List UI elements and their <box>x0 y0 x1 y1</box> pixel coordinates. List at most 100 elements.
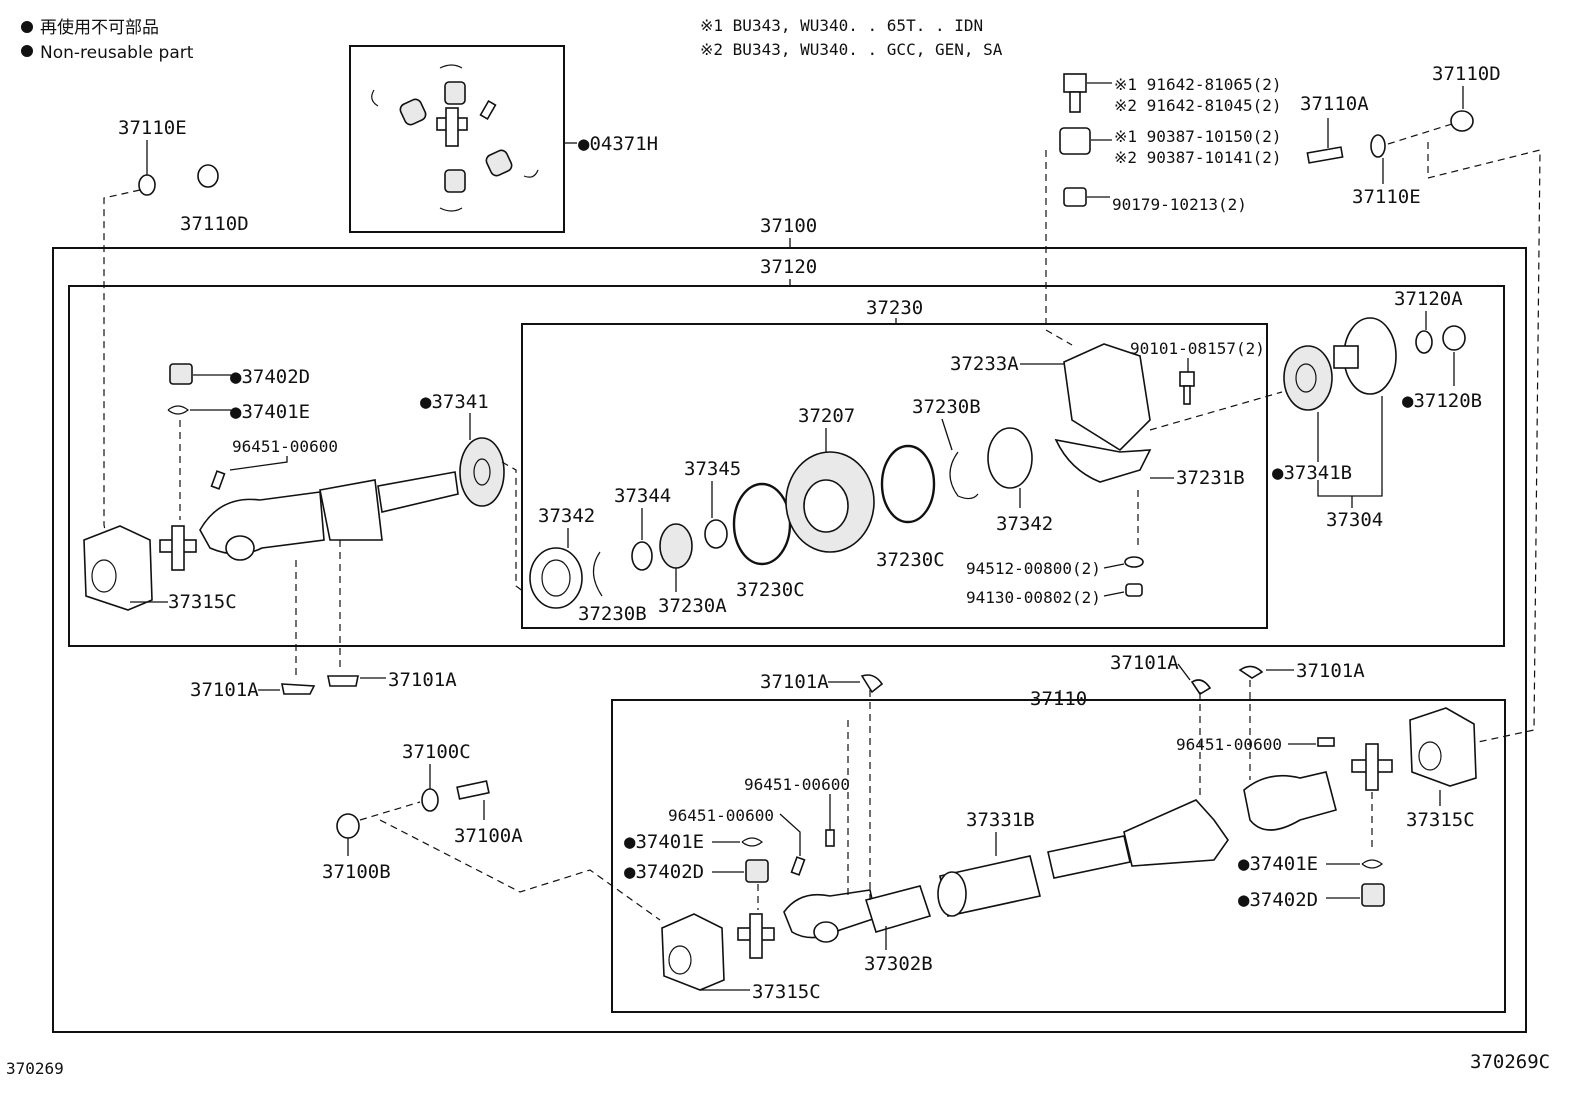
label-37230: 37230 <box>866 297 923 319</box>
spacer-icon <box>1059 127 1091 155</box>
bolt-head-icon <box>1063 73 1087 93</box>
tube-yoke-icon <box>1243 771 1337 831</box>
balance-weight-icon <box>1238 665 1264 679</box>
cross-arm <box>171 525 185 571</box>
label-37342-left: 37342 <box>538 505 595 527</box>
label-37401E-upper: ●37401E <box>230 401 310 423</box>
label-37304: 37304 <box>1326 509 1383 531</box>
snap-ring-icon <box>167 405 189 415</box>
label-37120: 37120 <box>760 256 817 278</box>
label-37101A-2: 37101A <box>388 669 457 691</box>
flange-hub <box>1333 345 1359 369</box>
label-90101: 90101-08157(2) <box>1130 339 1265 358</box>
label-37120A: 37120A <box>1394 288 1463 310</box>
shaft-tube-icon <box>319 479 383 541</box>
leader-line <box>1103 563 1125 569</box>
label-37331B: 37331B <box>966 809 1035 831</box>
label-37342-right: 37342 <box>996 513 1053 535</box>
notes: ※1 BU343, WU340. . 65T. . IDN ※2 BU343, … <box>700 16 1003 59</box>
snap-ring-icon <box>741 837 763 847</box>
label-37230B-bottom: 37230B <box>578 603 647 625</box>
footer-left-code: 370269 <box>6 1059 64 1078</box>
yoke-ear <box>225 535 255 561</box>
snap-ring-icon <box>949 451 979 500</box>
label-96451-lower-1: 96451-00600 <box>744 775 850 794</box>
label-37100A: 37100A <box>454 825 523 847</box>
bolt-icon <box>1306 146 1344 164</box>
splined-shaft-icon <box>377 471 459 513</box>
dust-seal-icon <box>459 437 505 507</box>
label-37101A-3: 37101A <box>760 671 829 693</box>
balance-weight-icon <box>281 683 316 695</box>
boot-end <box>937 871 967 917</box>
bearing-cup-icon <box>485 149 513 177</box>
label-37401E-right: ●37401E <box>1238 853 1318 875</box>
label-37230C-right: 37230C <box>876 549 945 571</box>
bearing-frame-37230 <box>521 323 1268 629</box>
label-37101A-4: 37101A <box>1110 652 1179 674</box>
nut-icon <box>336 813 360 839</box>
seal-bore <box>473 458 491 486</box>
label-37207: 37207 <box>798 405 855 427</box>
shaft-frame-37120 <box>68 285 1505 647</box>
bearing-cup-icon <box>1361 883 1385 907</box>
label-r1-spacer: ※1 90387-10150(2) <box>1114 127 1282 146</box>
label-37231B: 37231B <box>1176 467 1245 489</box>
balance-weight-icon <box>1190 679 1212 696</box>
label-37110E-top-left: 37110E <box>118 117 187 139</box>
grease-fitting-icon <box>790 856 806 876</box>
legend-en: Non-reusable part <box>40 43 194 63</box>
label-37100: 37100 <box>760 215 817 237</box>
label-37230A: 37230A <box>658 595 727 617</box>
washer-icon <box>138 174 156 196</box>
label-37230B-top: 37230B <box>912 396 981 418</box>
leader-line <box>1103 591 1125 597</box>
cross-arm <box>1365 743 1379 791</box>
label-37233A: 37233A <box>950 353 1019 375</box>
bearing-cup-icon <box>444 169 466 193</box>
label-37402D-lower: ●37402D <box>624 861 704 883</box>
bearing-icon <box>659 523 693 569</box>
label-96451-right: 96451-00600 <box>1176 735 1282 754</box>
top-right-hardware: ※1 91642-81065(2) ※2 91642-81045(2) ※1 9… <box>1045 63 1541 743</box>
o-ring-icon <box>732 482 792 566</box>
balance-weights: 37101A 37101A 37101A 37101A 37101A <box>190 652 1365 701</box>
dashed-guide <box>1387 123 1453 145</box>
nut-icon <box>197 164 219 188</box>
washer-icon <box>1415 330 1433 354</box>
leader-line <box>1177 663 1191 681</box>
legend-bullet-icon <box>21 21 33 33</box>
lower-left-hardware: 37100C 37100A 37100B <box>322 741 661 921</box>
bolt-head-icon <box>1179 371 1195 387</box>
seal-icon <box>987 427 1033 489</box>
label-37341: ●37341 <box>420 391 489 413</box>
label-r2-bolt: ※2 91642-81045(2) <box>1114 96 1282 115</box>
shaft-frame-37110 <box>611 699 1506 1013</box>
balance-weight-icon <box>860 674 884 694</box>
label-37401E-lower: ●37401E <box>624 831 704 853</box>
yoke-ear <box>813 921 839 943</box>
footer-right-code: 370269C <box>1470 1051 1550 1073</box>
dashed-guide <box>379 819 661 921</box>
washer-icon <box>1124 556 1144 568</box>
tube-icon <box>864 885 932 933</box>
dust-seal-icon <box>1283 345 1333 411</box>
label-37302B: 37302B <box>864 953 933 975</box>
splined-shaft-icon <box>1047 835 1131 879</box>
dashed-guide <box>103 189 141 546</box>
label-37120B: ●37120B <box>1402 390 1482 412</box>
flange-yoke-icon <box>83 525 153 611</box>
bolt-icon <box>456 780 490 800</box>
washer-icon <box>1370 134 1386 158</box>
o-ring-icon <box>880 444 936 524</box>
grease-fitting-icon <box>1317 737 1335 747</box>
nut-icon <box>1442 325 1466 351</box>
balance-weight-icon <box>327 675 359 687</box>
label-37101A-5: 37101A <box>1296 660 1365 682</box>
label-r1-bolt: ※1 91642-81065(2) <box>1114 75 1282 94</box>
grease-fitting-icon <box>210 470 226 490</box>
label-37345: 37345 <box>684 458 741 480</box>
spider-kit-box: ●04371H <box>349 45 658 233</box>
seal-bore <box>1295 363 1317 393</box>
